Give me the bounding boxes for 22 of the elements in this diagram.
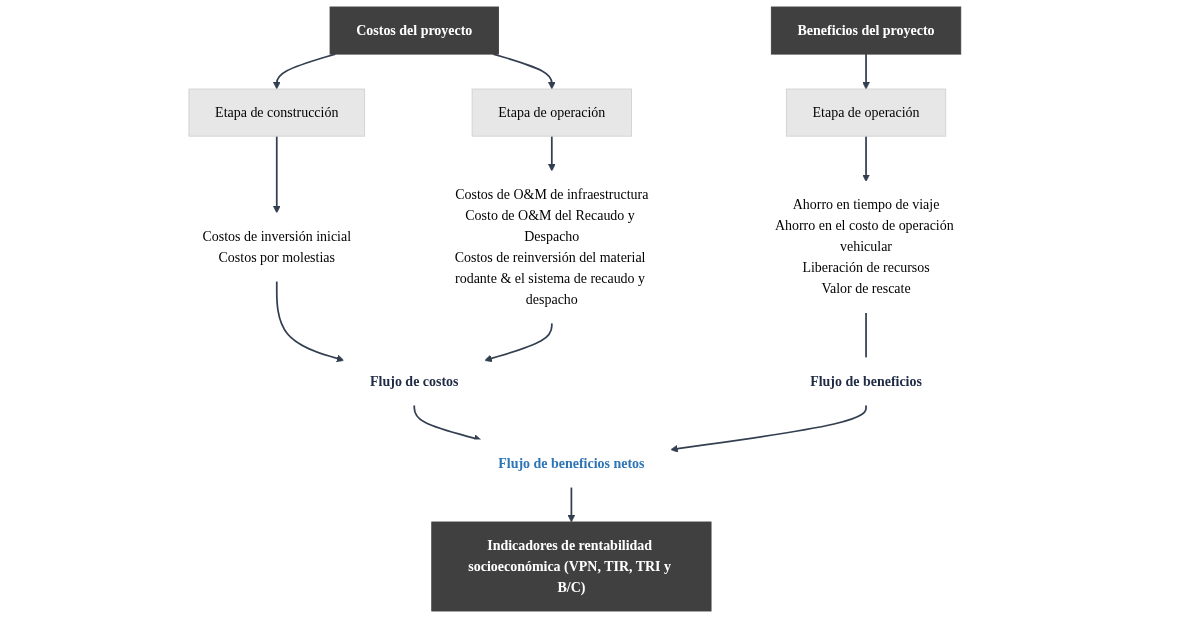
arrow	[567, 486, 576, 523]
arrow	[862, 135, 870, 182]
node-text: Flujo de costos	[370, 373, 459, 389]
connector	[865, 311, 867, 359]
node-box: Indicadores de rentabilidad socioeconómica (VPN, TIR, TRI y B/C)	[431, 521, 712, 612]
arrow	[547, 135, 556, 172]
node-box: Etapa de operación	[471, 88, 632, 137]
node-box: Etapa de construcción	[188, 88, 366, 137]
node-text: Costos de O&M de infraestructura Costo de O&M del Recaudo y Despacho Costos de reinversión del material rodante & el sistema de recaudo y despacho	[454, 186, 649, 307]
arrow	[484, 322, 553, 363]
arrow	[275, 280, 345, 363]
node-box: Costos del proyecto	[329, 6, 499, 55]
arrow	[862, 53, 870, 90]
node-text: Costos de inversión inicial Costos por molestias	[202, 228, 352, 265]
node-text: Ahorro en tiempo de viaje Ahorro en el costo de operación vehicular Liberación de recursos Valor de rescate	[774, 197, 954, 296]
node-text: Flujo de beneficios netos	[498, 455, 645, 471]
node-box: Beneficios del proyecto	[770, 6, 962, 55]
arrow	[670, 404, 867, 453]
arrow	[413, 404, 482, 442]
node-text: Flujo de beneficios	[810, 373, 922, 389]
arrow	[272, 135, 281, 214]
node-box: Etapa de operación	[785, 88, 947, 137]
